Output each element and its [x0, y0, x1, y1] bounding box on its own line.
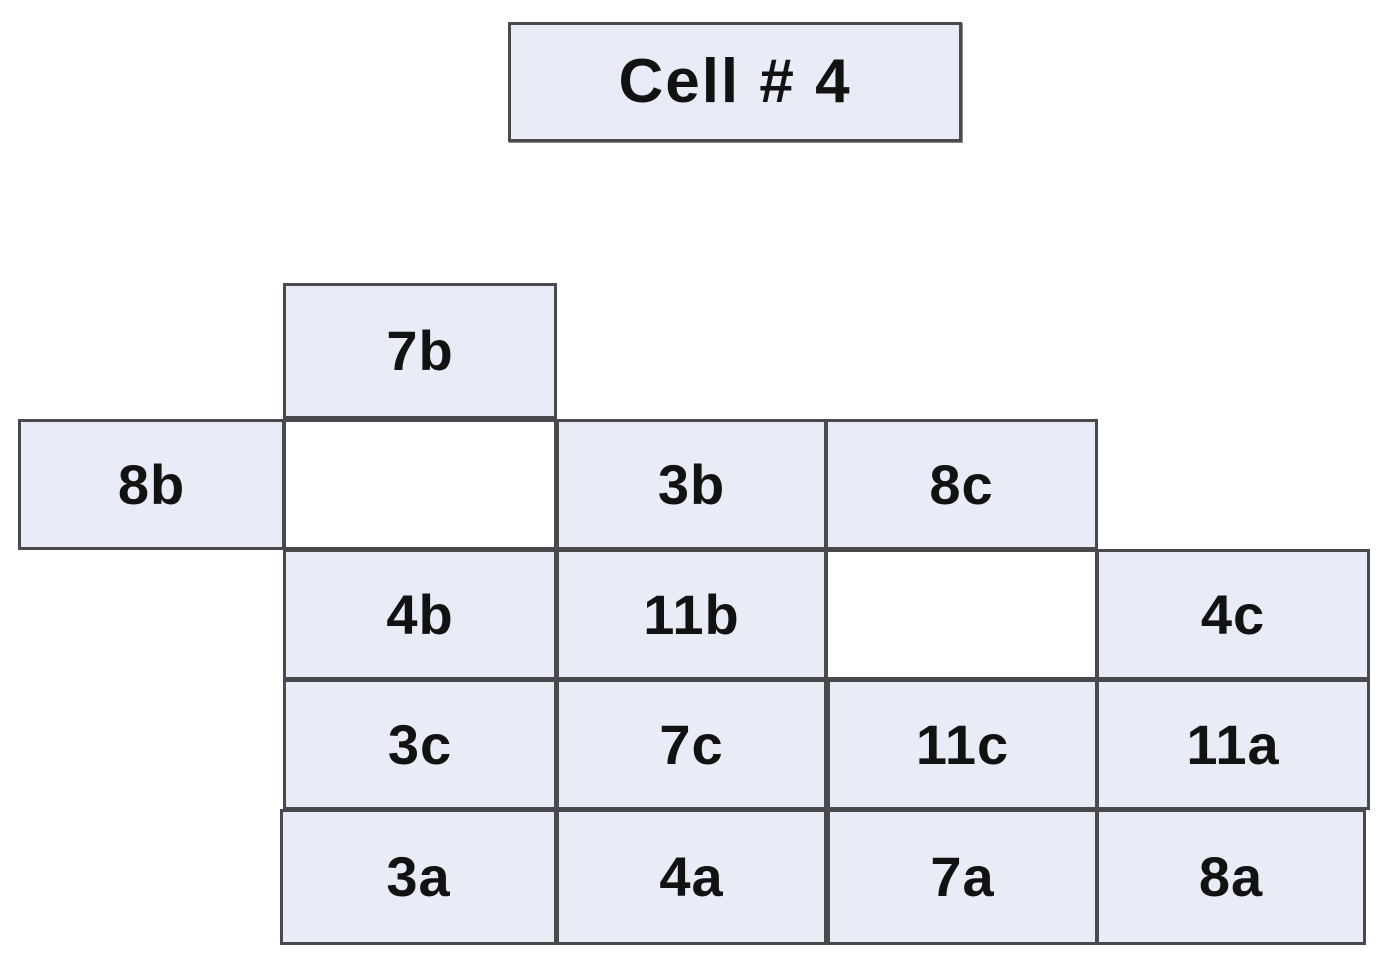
grid-cell[interactable]: 4c: [1096, 549, 1370, 680]
grid-cell-label: 8b: [117, 452, 186, 516]
grid-cell-empty[interactable]: [825, 549, 1098, 680]
grid-cell-label: 3c: [387, 712, 453, 776]
grid-cell[interactable]: 7c: [556, 679, 827, 810]
grid-cell[interactable]: 7a: [825, 809, 1098, 945]
cell-title-box: Cell # 4: [508, 22, 962, 142]
grid-cell-label: 4a: [659, 845, 724, 908]
grid-cell-label: 3b: [657, 452, 726, 516]
grid-cell-label: 4c: [1200, 582, 1266, 646]
grid-cell-empty[interactable]: [283, 419, 557, 550]
grid-cell-label: 7a: [930, 845, 995, 908]
grid-cell[interactable]: 3b: [556, 419, 827, 550]
grid-cell[interactable]: 8a: [1096, 809, 1366, 945]
grid-cell[interactable]: 11c: [825, 679, 1098, 810]
cell-title-label: Cell # 4: [618, 47, 852, 116]
grid-cell[interactable]: 8b: [18, 419, 285, 550]
grid-cell-label: 4b: [386, 582, 454, 646]
grid-cell-label: 11a: [1186, 712, 1280, 776]
grid-cell-label: 11c: [915, 712, 1010, 776]
grid-cell-label: 8a: [1198, 845, 1264, 908]
grid-cell[interactable]: 8c: [825, 419, 1098, 550]
grid-cell[interactable]: 3a: [280, 809, 557, 945]
grid-cell-label: 7b: [386, 319, 454, 382]
grid-cell-label: 3a: [386, 845, 451, 908]
grid-cell[interactable]: 11a: [1096, 679, 1370, 810]
grid-cell-label: 7c: [659, 712, 724, 776]
grid-cell[interactable]: 4b: [283, 549, 557, 680]
grid-cell[interactable]: 11b: [556, 549, 827, 680]
grid-cell[interactable]: 4a: [556, 809, 827, 945]
grid-cell-label: 11b: [643, 582, 740, 646]
grid-cell[interactable]: 3c: [283, 679, 557, 810]
grid-cell-label: 8c: [929, 452, 994, 516]
grid-cell[interactable]: 7b: [283, 283, 557, 419]
